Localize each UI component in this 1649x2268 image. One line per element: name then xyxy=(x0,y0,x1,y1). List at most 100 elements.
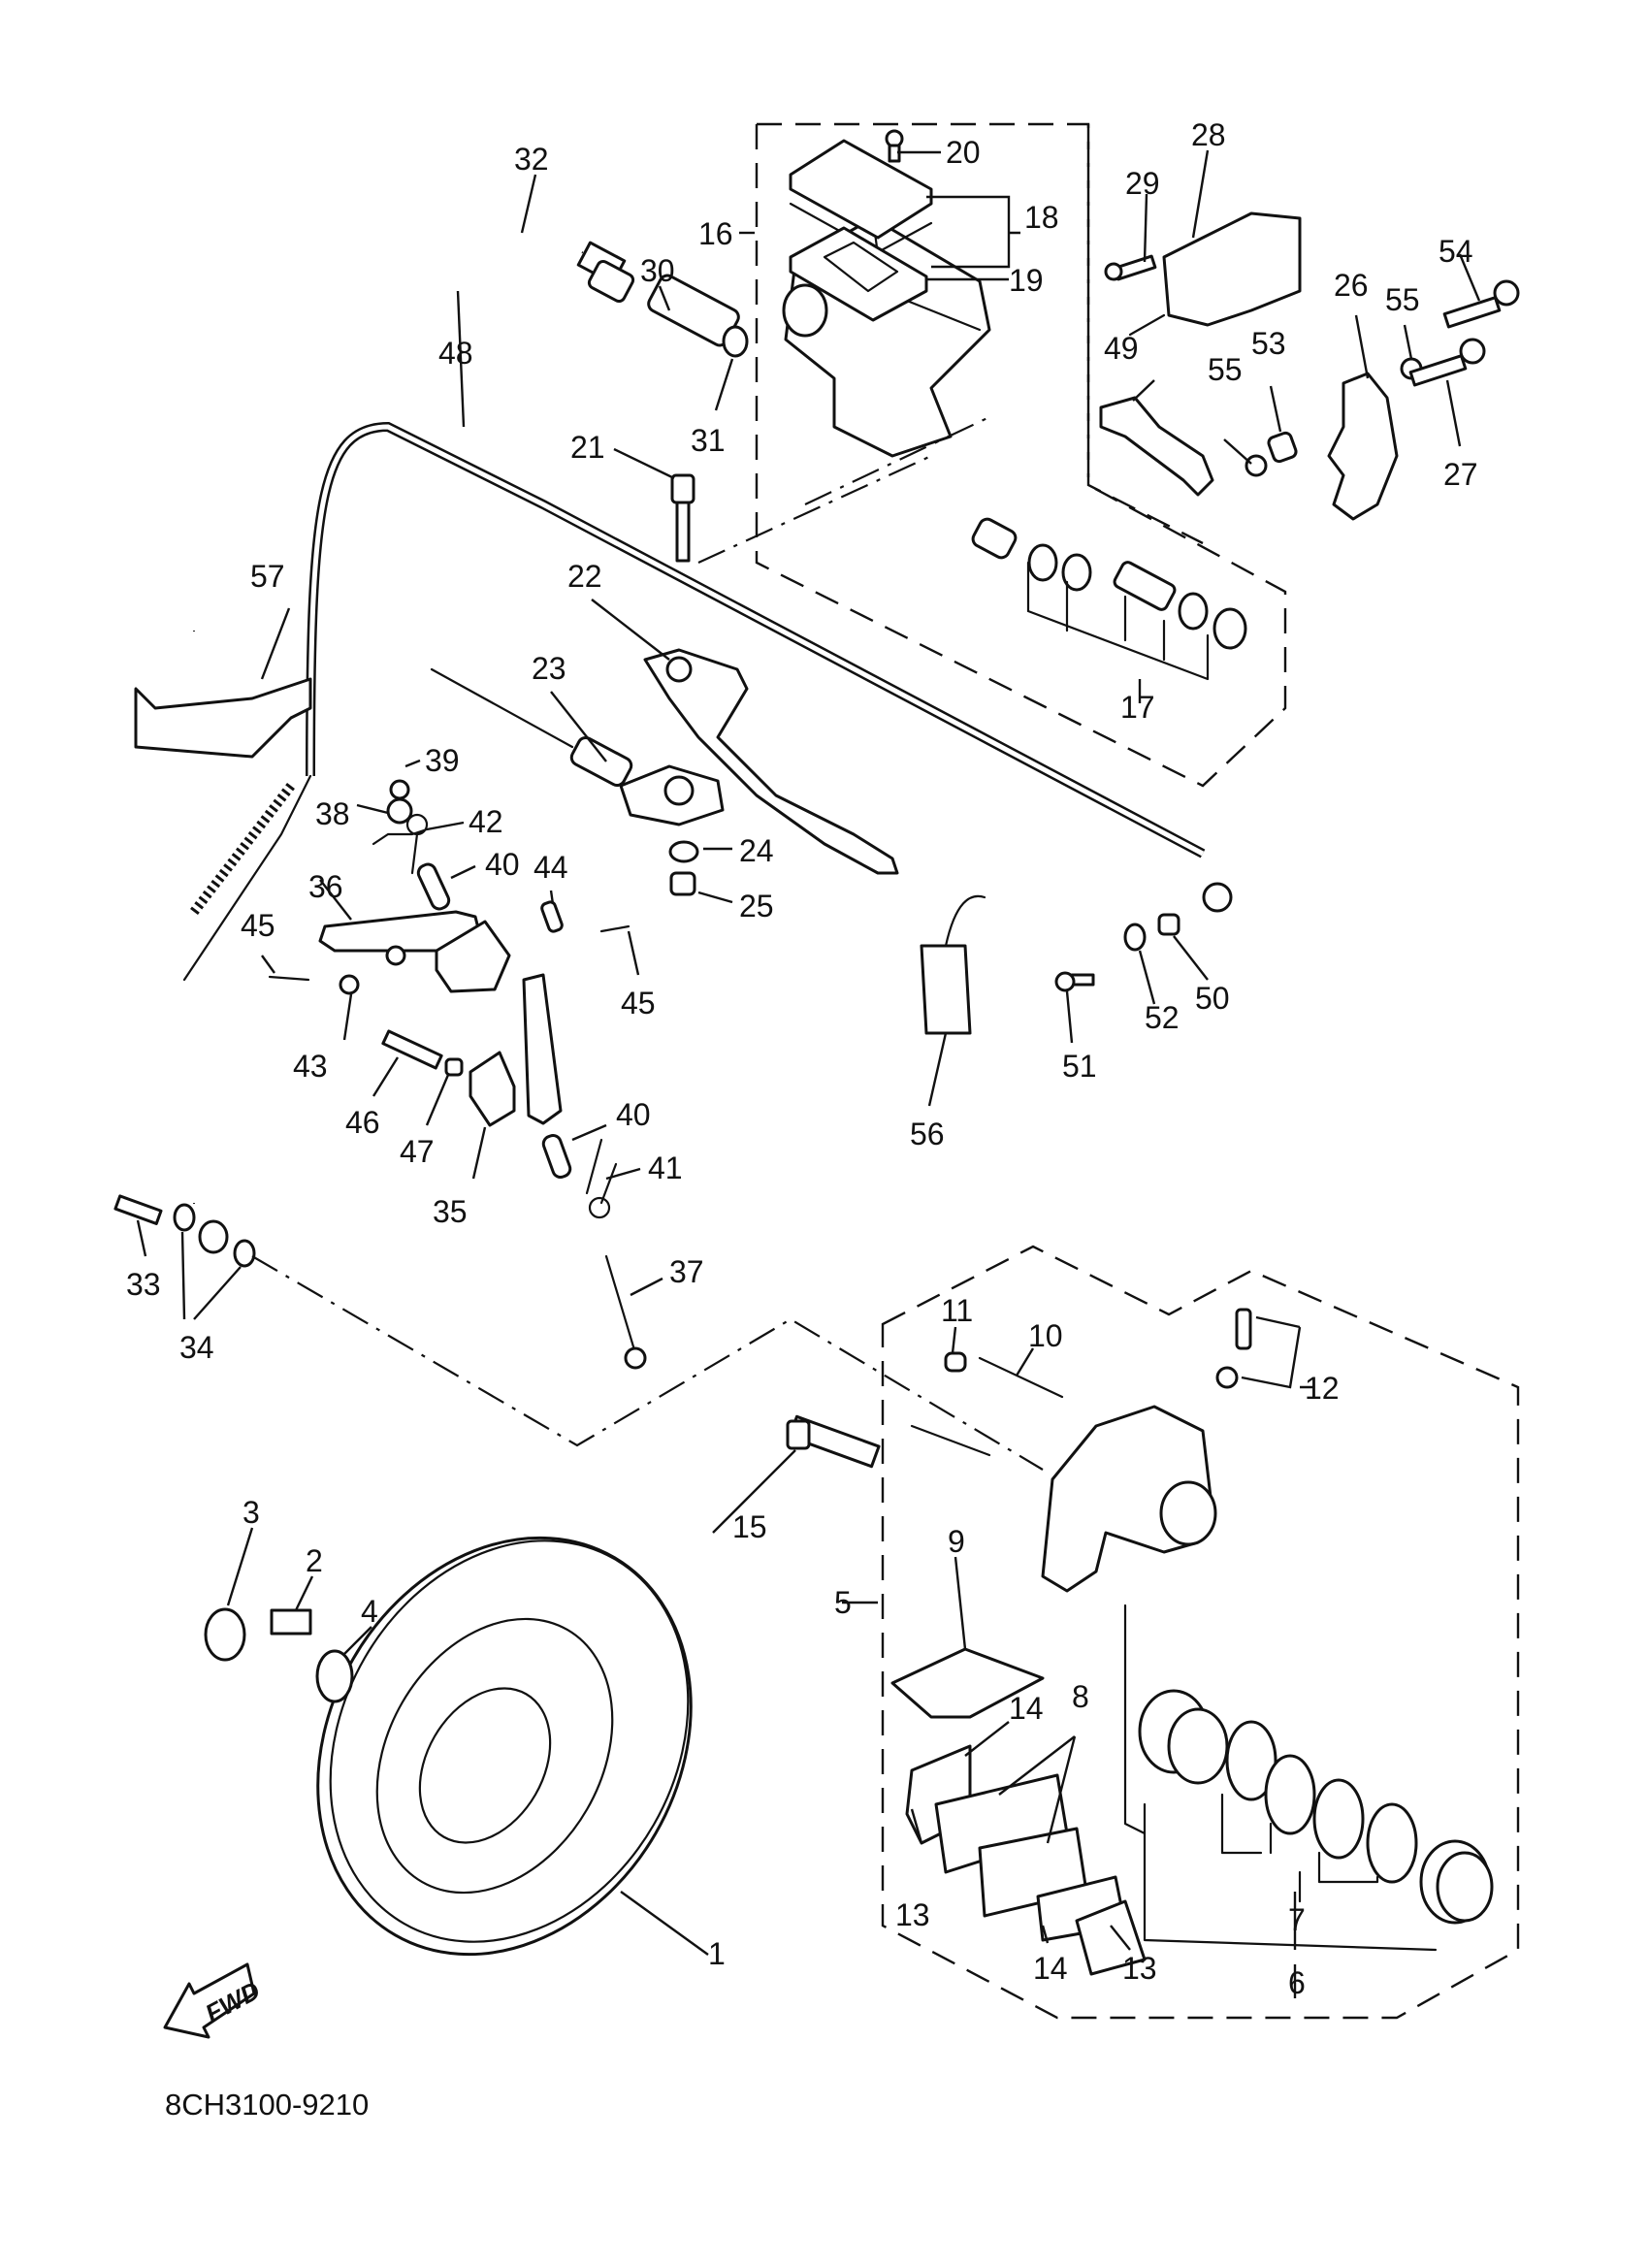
callout-5: 5 xyxy=(834,1585,852,1620)
pad-35 xyxy=(469,1051,516,1127)
cotter-45a xyxy=(268,975,310,982)
seal-7a xyxy=(1225,1720,1277,1801)
callout-27: 27 xyxy=(1443,457,1478,492)
callout-24: 24 xyxy=(739,833,774,868)
callout-11: 11 xyxy=(941,1293,973,1328)
washer-34a xyxy=(173,1203,196,1232)
callout-40b: 40 xyxy=(616,1097,651,1132)
callout-49: 49 xyxy=(1104,331,1139,366)
cable-eyelet xyxy=(1202,882,1233,913)
callout-6: 6 xyxy=(1288,1965,1306,2000)
callout-19: 19 xyxy=(1009,263,1044,298)
callout-39: 39 xyxy=(425,743,460,778)
callout-13a: 13 xyxy=(895,1897,930,1932)
part-30-fitting xyxy=(587,259,740,347)
callout-52: 52 xyxy=(1145,1000,1180,1035)
assembly-line-a xyxy=(251,1255,1044,1471)
brake-disc-1 xyxy=(316,1536,693,1957)
callout-40a: 40 xyxy=(485,847,520,882)
pin-10 xyxy=(978,1356,1064,1399)
bolt-in-caliper xyxy=(910,1424,991,1457)
bolt-54 xyxy=(1442,279,1520,329)
seal-7b xyxy=(1264,1754,1316,1835)
callout-36: 36 xyxy=(308,869,343,904)
callout-8: 8 xyxy=(1072,1679,1089,1714)
bolt-21 xyxy=(670,473,695,563)
cotter-45b xyxy=(599,924,630,933)
callout-22: 22 xyxy=(567,559,602,594)
callout-55b: 55 xyxy=(1385,282,1420,317)
rod-37 xyxy=(604,1254,637,1355)
callout-21: 21 xyxy=(570,430,605,465)
callout-42: 42 xyxy=(469,804,503,839)
callout-10: 10 xyxy=(1028,1318,1063,1353)
key-2 xyxy=(270,1608,312,1636)
callout-20: 20 xyxy=(946,135,981,170)
callout-45b: 45 xyxy=(621,986,656,1021)
switch-28 xyxy=(1128,211,1302,337)
cable-32 xyxy=(190,135,627,1205)
callout-54: 54 xyxy=(1439,234,1473,269)
callout-35: 35 xyxy=(433,1194,468,1229)
callout-43: 43 xyxy=(293,1049,328,1084)
callout-7: 7 xyxy=(1288,1902,1306,1937)
shim-9 xyxy=(890,1647,1045,1719)
callout-37: 37 xyxy=(669,1254,704,1289)
nut-47 xyxy=(444,1057,464,1077)
cable-eye-48 xyxy=(198,1219,229,1254)
nut-38 xyxy=(386,797,413,825)
callout-48: 48 xyxy=(438,336,473,371)
callout-50: 50 xyxy=(1195,981,1230,1016)
callout-56: 56 xyxy=(910,1117,945,1151)
arm-49 xyxy=(1099,396,1214,497)
callout-2: 2 xyxy=(306,1543,323,1578)
cable-48 xyxy=(182,421,1233,982)
circlip-3 xyxy=(204,1607,246,1662)
nut-39 xyxy=(385,945,406,966)
group-outlines xyxy=(755,122,1520,2020)
bolt-15 xyxy=(786,1414,881,1469)
pad-13b xyxy=(1075,1899,1147,1976)
callout-3: 3 xyxy=(242,1495,260,1530)
callout-55a: 55 xyxy=(1208,352,1243,387)
callout-45a: 45 xyxy=(241,908,275,943)
seal-7c xyxy=(1312,1778,1365,1860)
callout-1: 1 xyxy=(708,1936,726,1971)
bleed-valve-12 xyxy=(1215,1308,1252,1389)
callout-44: 44 xyxy=(534,850,568,885)
bolt-46 xyxy=(381,1029,443,1070)
callout-57: 57 xyxy=(250,559,285,594)
callout-30: 30 xyxy=(640,253,675,288)
callout-31: 31 xyxy=(691,423,726,458)
callout-51: 51 xyxy=(1062,1049,1097,1084)
screw-29 xyxy=(1104,254,1157,281)
diaphragm-19 xyxy=(789,226,928,322)
pin-40a xyxy=(416,862,451,911)
screw-20 xyxy=(885,129,904,163)
callout-4: 4 xyxy=(361,1594,378,1629)
callout-15: 15 xyxy=(732,1509,767,1544)
spring-42 xyxy=(372,813,429,875)
pad-36 xyxy=(435,920,511,993)
callout-13b: 13 xyxy=(1122,1951,1157,1986)
callout-29: 29 xyxy=(1125,166,1160,201)
callout-34: 34 xyxy=(179,1330,214,1365)
collar-53 xyxy=(1267,431,1298,464)
callout-28: 28 xyxy=(1191,117,1226,152)
master-cylinder-group-outline xyxy=(755,122,1287,788)
callout-14b: 14 xyxy=(1033,1951,1068,1986)
adjuster-23 xyxy=(430,667,725,826)
washer-55a xyxy=(1245,454,1268,477)
plug-11 xyxy=(944,1351,967,1373)
callout-41: 41 xyxy=(648,1150,683,1185)
caliper-group-outline xyxy=(881,1245,1520,2020)
bolt-33 xyxy=(113,1194,163,1225)
callout-14a: 14 xyxy=(1009,1691,1044,1726)
callout-33: 33 xyxy=(126,1267,161,1302)
callout-23: 23 xyxy=(532,651,566,686)
collar-50 xyxy=(1157,913,1180,936)
piston-6a xyxy=(1138,1689,1229,1785)
callout-53: 53 xyxy=(1251,326,1286,361)
callout-46: 46 xyxy=(345,1105,380,1140)
pin-44 xyxy=(540,900,564,933)
